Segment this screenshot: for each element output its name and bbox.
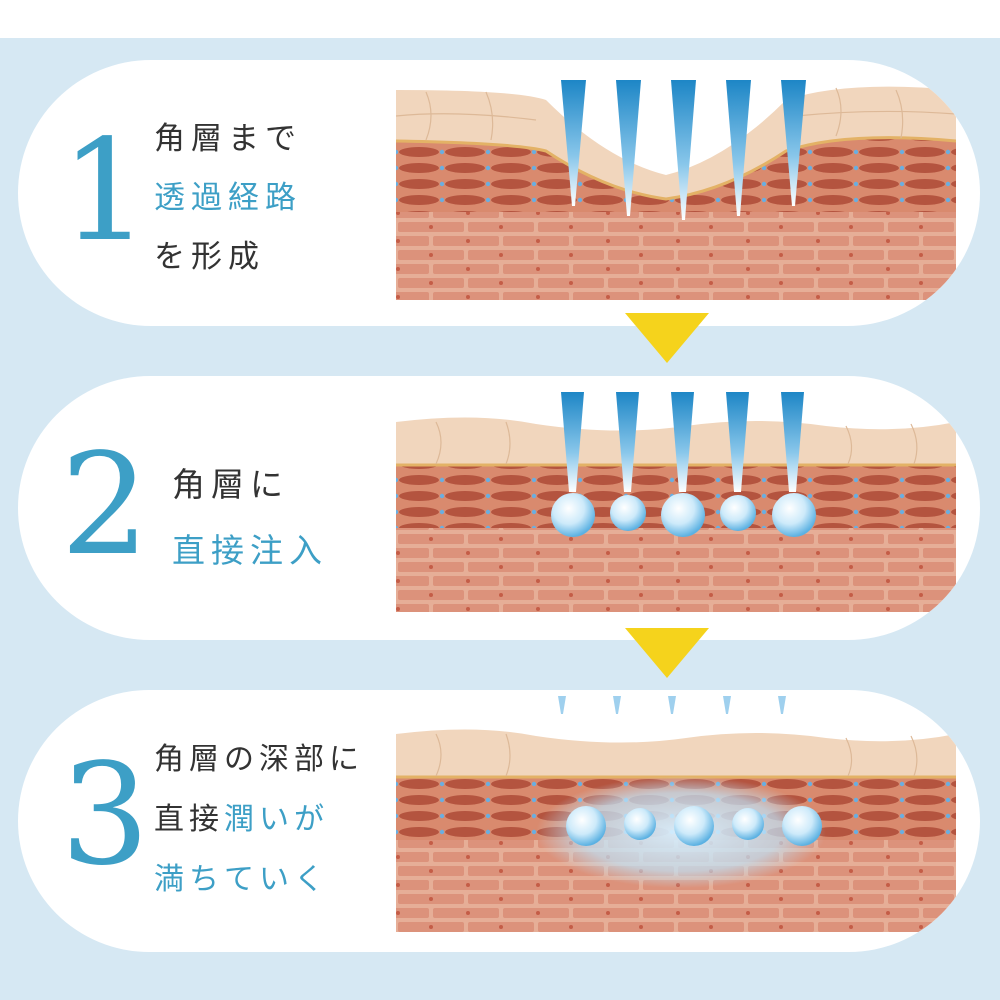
top-band <box>0 0 1000 38</box>
down-arrow-icon <box>625 628 709 678</box>
caption-line: を形成 <box>154 239 265 275</box>
skin-diagram-hydration <box>396 696 956 932</box>
caption-segment: 直接 <box>154 802 224 837</box>
skin-diagram-injection <box>396 392 956 612</box>
step-caption: 角層に 直接注入 <box>172 452 412 584</box>
step-panel-1: 1 角層まで 透過経路 を形成 <box>18 60 980 326</box>
caption-segment: 潤いが <box>224 802 329 837</box>
caption-line: 角層に <box>172 465 289 504</box>
caption-line: 透過経路 <box>154 180 302 216</box>
caption-line: 直接注入 <box>172 531 328 570</box>
step-caption: 角層まで 透過経路 を形成 <box>154 110 394 287</box>
step-number: 1 <box>60 110 150 273</box>
caption-line: 角層まで <box>154 121 302 157</box>
caption-line: 直接潤いが <box>154 790 389 850</box>
step-panel-3: 3 角層の深部に 直接潤いが 満ちていく <box>18 690 980 952</box>
skin-diagram-needles <box>396 80 956 300</box>
step-panel-2: 2 角層に 直接注入 <box>18 376 980 640</box>
down-arrow-icon <box>625 313 709 363</box>
caption-line: 角層の深部に <box>154 742 364 777</box>
step-caption: 角層の深部に 直接潤いが 満ちていく <box>154 730 389 910</box>
step-number: 2 <box>60 424 150 587</box>
caption-line: 満ちていく <box>154 862 329 897</box>
step-number: 3 <box>60 734 150 897</box>
